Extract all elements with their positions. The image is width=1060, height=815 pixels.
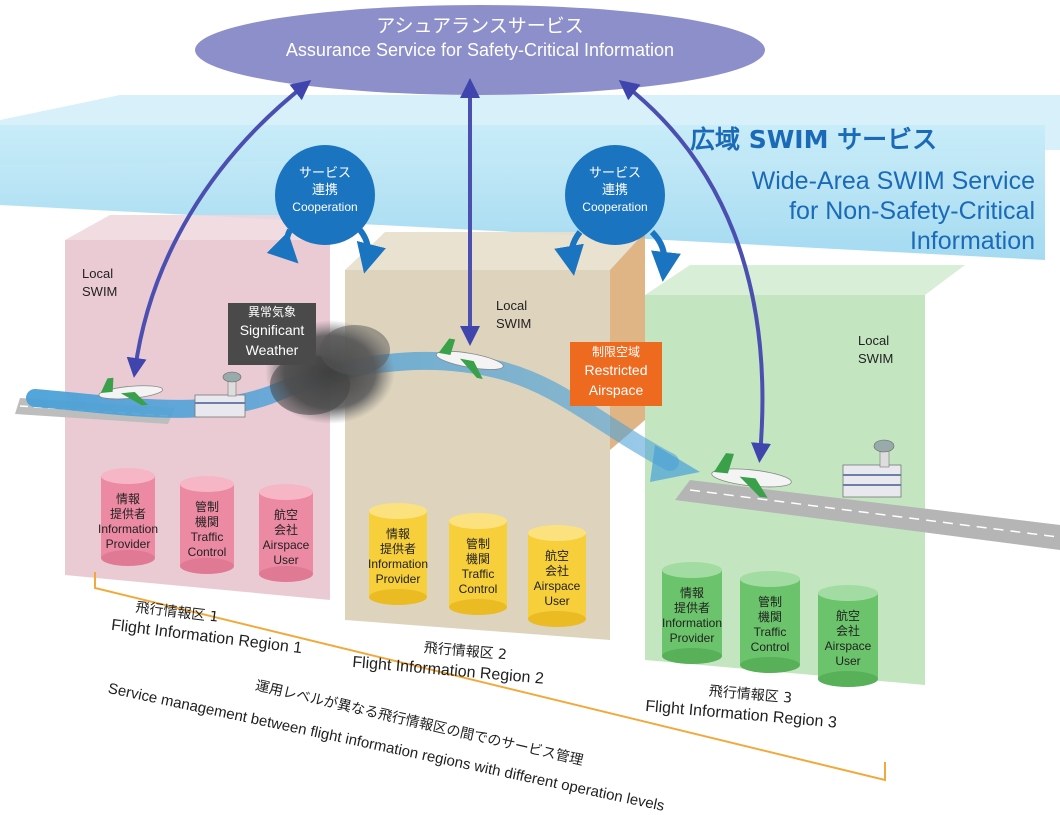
restricted-label: 制限空域 Restricted Airspace: [584, 345, 648, 398]
runway-3: [675, 480, 1060, 550]
operation-level-bracket: [94, 572, 886, 782]
weather-label: 異常気象 Significant Weather: [239, 305, 305, 358]
local-swim-label-1: Local SWIM: [82, 266, 118, 299]
wide-area-title-en: Wide-Area SWIM Service for Non-Safety-Cr…: [751, 167, 1035, 255]
cooperation-label-2: サービス 連携 Cooperation: [582, 166, 648, 214]
assurance-arrow-region-3: [618, 80, 771, 463]
cooperation-label-1: サービス 連携 Cooperation: [292, 166, 358, 214]
wide-area-title-jp: 広域 SWIM サービス: [690, 125, 938, 154]
airplane-1: [98, 377, 164, 406]
weather-label-box: [228, 303, 316, 365]
cylinders-region-2: [369, 503, 586, 627]
assurance-arrow-region-1: [126, 80, 312, 378]
cylinders-region-1: [101, 468, 313, 582]
local-swim-label-3: Local SWIM: [858, 333, 894, 366]
assurance-title-jp: アシュアランスサービス: [376, 15, 584, 37]
assurance-ellipse: [195, 5, 765, 95]
airplane-2: [435, 338, 504, 379]
assurance-title-en: Assurance Service for Safety-Critical In…: [285, 40, 675, 60]
airplane-3: [711, 453, 792, 498]
restricted-label-box: [570, 342, 662, 406]
cooperation-circle-1: [266, 145, 386, 274]
terminal-building-1: [194, 371, 246, 418]
local-swim-label-2: Local SWIM: [496, 298, 532, 331]
terminal-building-3: [842, 439, 902, 498]
assurance-title: アシュアランスサービス Assurance Service for Safety…: [195, 14, 765, 62]
cooperation-circle-2: [554, 145, 681, 282]
cylinders-region-3: [662, 562, 878, 687]
